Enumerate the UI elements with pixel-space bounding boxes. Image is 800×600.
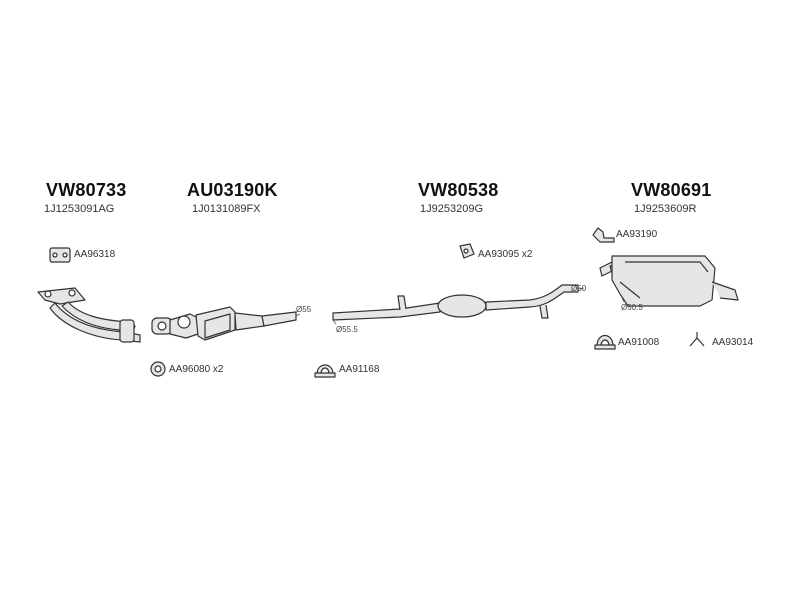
accessory-label-1: AA96318 bbox=[74, 249, 116, 260]
diameter-label-4: Ø50.5 bbox=[621, 303, 643, 312]
diameter-label-2: Ø55.5 bbox=[336, 325, 358, 334]
accessory-label-7: AA93014 bbox=[712, 337, 754, 348]
part-code-4: VW80691 bbox=[631, 180, 712, 200]
part-code-2: AU03190K bbox=[187, 180, 278, 200]
gasket-icon bbox=[49, 247, 71, 263]
ring-gasket-icon bbox=[150, 361, 166, 377]
part-code-3: VW80538 bbox=[418, 180, 499, 200]
accessory-label-6: AA91008 bbox=[618, 337, 660, 348]
rear-silencer-drawing bbox=[599, 255, 739, 307]
middle-silencer-drawing bbox=[332, 284, 579, 321]
bracket-icon bbox=[592, 227, 615, 243]
diameter-label-1: Ø55 bbox=[296, 305, 312, 314]
front-pipe-drawing bbox=[37, 287, 141, 343]
diameter-label-3: Ø50 bbox=[571, 284, 587, 293]
part-code-1: VW80733 bbox=[46, 180, 127, 200]
oem-number-2: 1J0131089FX bbox=[192, 203, 261, 215]
oem-number-1: 1J1253091AG bbox=[44, 203, 115, 215]
hanger-icon bbox=[689, 332, 705, 347]
catalytic-converter-drawing bbox=[151, 306, 297, 341]
accessory-label-5: AA93190 bbox=[616, 229, 658, 240]
clamp-icon bbox=[594, 334, 616, 350]
clamp-icon bbox=[314, 364, 336, 378]
oem-number-4: 1J9253609R bbox=[634, 203, 697, 215]
accessory-label-4: AA93095 x2 bbox=[478, 249, 533, 260]
rubber-mount-icon bbox=[459, 243, 475, 259]
accessory-label-2: AA96080 x2 bbox=[169, 364, 224, 375]
accessory-label-3: AA91168 bbox=[339, 364, 380, 375]
oem-number-3: 1J9253209G bbox=[420, 203, 483, 215]
